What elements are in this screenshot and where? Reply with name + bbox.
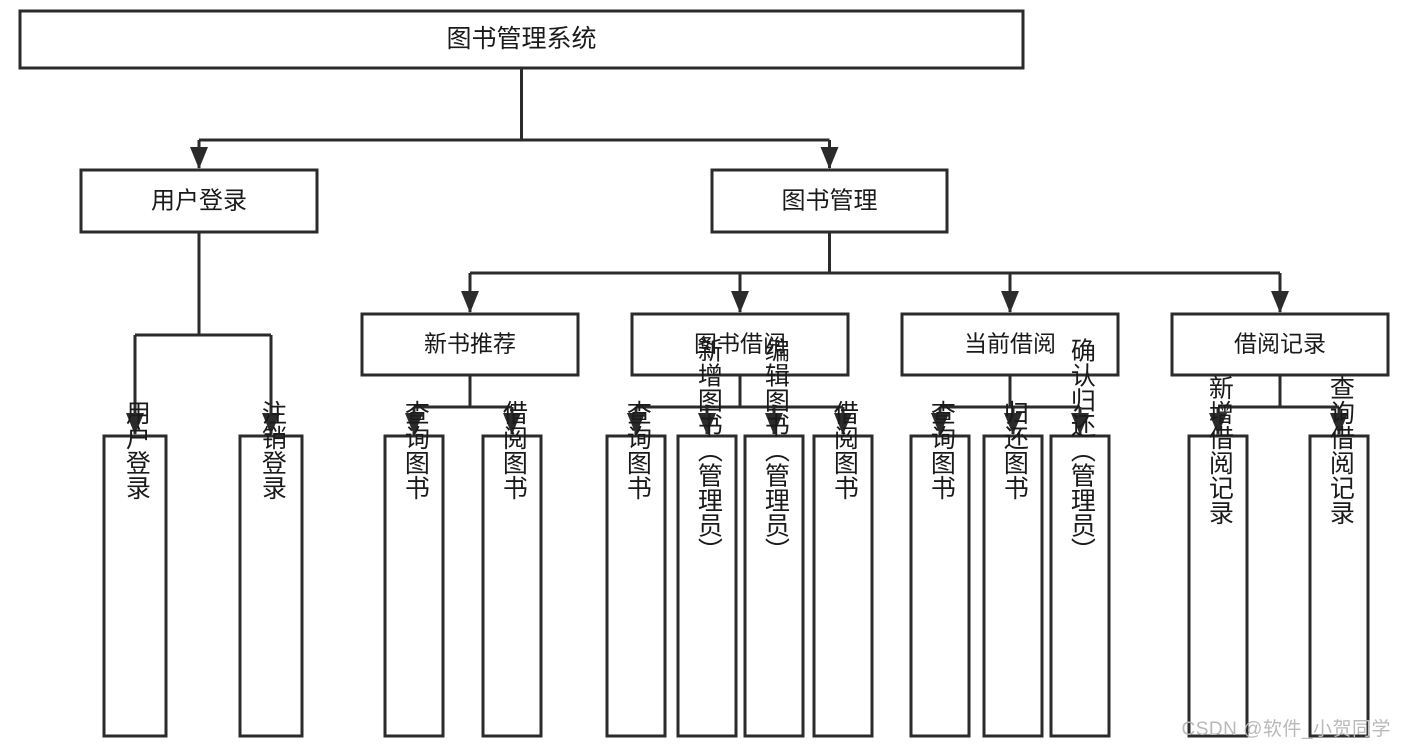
- node-root-图书管理系统-box: [18, 9, 1025, 70]
- watermark-text: CSDN @软件_小贺同学: [1181, 719, 1391, 740]
- node-leaf-query-book-borrow[interactable]: 查询图书: [605, 400, 667, 738]
- node-leaf-edit-book-admin[interactable]: 编辑图书（管理员）: [743, 338, 805, 738]
- node-leaf-user-login[interactable]: 用户登录: [102, 400, 168, 738]
- node-leaf-query-borrow-record-label: 查询借阅记录: [1326, 375, 1355, 525]
- nodes-layer: 图书管理系统用户登录图书管理新书推荐图书借阅当前借阅借阅记录用户登录注销登录查询…: [18, 9, 1390, 738]
- node-borrow-record-label: 借阅记录: [1234, 331, 1326, 357]
- arrow-head-icon: [405, 413, 423, 435]
- arrow-head-icon: [820, 147, 839, 169]
- node-leaf-query-book-rec-label: 查询图书: [401, 400, 430, 500]
- node-leaf-add-borrow-record[interactable]: 新增借阅记录: [1187, 375, 1249, 738]
- node-leaf-query-book-cur-label: 查询图书: [927, 400, 956, 500]
- node-leaf-edit-book-admin-box: [743, 434, 805, 738]
- node-leaf-edit-book-admin-label: 编辑图书（管理员）: [761, 338, 790, 563]
- node-leaf-add-book-admin[interactable]: 新增图书（管理员）: [676, 338, 738, 738]
- node-leaf-query-book-borrow-label: 查询图书: [623, 400, 652, 500]
- node-book-borrow-label: 图书借阅: [694, 331, 786, 357]
- node-leaf-query-borrow-record-box: [1308, 434, 1370, 738]
- node-book-manage-box: [710, 168, 949, 234]
- node-new-book-recommend[interactable]: 新书推荐: [360, 312, 580, 377]
- arrow-head-icon: [262, 413, 280, 435]
- arrow-head-icon: [126, 413, 144, 435]
- arrow-head-icon: [461, 291, 479, 313]
- node-leaf-borrow-book[interactable]: 借阅图书: [812, 400, 874, 738]
- node-leaf-confirm-return-admin-box: [1049, 434, 1111, 738]
- node-current-borrow-label: 当前借阅: [964, 331, 1056, 357]
- node-leaf-user-logout[interactable]: 注销登录: [238, 400, 304, 738]
- node-leaf-user-logout-box: [238, 434, 304, 738]
- node-leaf-add-borrow-record-box: [1187, 434, 1249, 738]
- arrow-head-icon: [1004, 413, 1022, 435]
- node-borrow-record[interactable]: 借阅记录: [1170, 312, 1390, 377]
- node-leaf-borrow-book-rec[interactable]: 借阅图书: [481, 400, 543, 738]
- node-leaf-query-book-rec-box: [383, 434, 445, 738]
- node-leaf-user-logout-label: 注销登录: [258, 400, 287, 500]
- arrow-head-icon: [503, 413, 521, 435]
- arrow-head-icon: [1330, 413, 1348, 435]
- node-book-manage-label: 图书管理: [782, 187, 878, 214]
- node-leaf-borrow-book-rec-label: 借阅图书: [499, 400, 528, 500]
- node-leaf-add-borrow-record-label: 新增借阅记录: [1205, 375, 1234, 525]
- node-new-book-recommend-box: [360, 312, 580, 377]
- node-leaf-query-book-cur-box: [909, 434, 971, 738]
- node-new-book-recommend-label: 新书推荐: [424, 331, 516, 357]
- arrow-head-icon: [731, 291, 749, 313]
- node-book-borrow-box: [630, 312, 850, 377]
- arrow-head-icon: [698, 413, 716, 435]
- arrow-head-icon: [627, 413, 645, 435]
- node-leaf-add-book-admin-label: 新增图书（管理员）: [694, 338, 723, 563]
- node-user-login[interactable]: 用户登录: [79, 168, 319, 234]
- arrow-head-icon: [1209, 413, 1227, 435]
- arrow-head-icon: [190, 147, 208, 169]
- arrow-head-icon: [1001, 291, 1019, 313]
- node-book-manage[interactable]: 图书管理: [710, 168, 949, 234]
- node-current-borrow[interactable]: 当前借阅: [900, 312, 1120, 377]
- node-leaf-query-book-borrow-box: [605, 434, 667, 738]
- node-root-图书管理系统-label: 图书管理系统: [446, 25, 596, 53]
- node-leaf-confirm-return-admin[interactable]: 确认归还（管理员）: [1049, 338, 1111, 738]
- node-leaf-return-book-label: 归还图书: [1000, 400, 1029, 500]
- arrow-head-icon: [931, 413, 949, 435]
- node-user-login-box: [79, 168, 319, 234]
- node-leaf-borrow-book-box: [812, 434, 874, 738]
- node-book-borrow[interactable]: 图书借阅: [630, 312, 850, 377]
- node-leaf-query-book-rec[interactable]: 查询图书: [383, 400, 445, 738]
- node-leaf-borrow-book-label: 借阅图书: [830, 400, 859, 500]
- node-leaf-borrow-book-rec-box: [481, 434, 543, 738]
- node-leaf-add-book-admin-box: [676, 434, 738, 738]
- node-leaf-return-book[interactable]: 归还图书: [982, 400, 1044, 738]
- node-root-图书管理系统[interactable]: 图书管理系统: [18, 9, 1025, 70]
- arrow-head-icon: [1271, 291, 1289, 313]
- node-leaf-confirm-return-admin-label: 确认归还（管理员）: [1067, 338, 1096, 563]
- connectors-layer: [126, 68, 1348, 435]
- arrow-head-icon: [765, 413, 783, 435]
- arrow-head-icon: [1071, 413, 1089, 435]
- node-leaf-query-book-cur[interactable]: 查询图书: [909, 400, 971, 738]
- node-user-login-label: 用户登录: [151, 187, 247, 214]
- arrow-head-icon: [834, 413, 852, 435]
- node-borrow-record-box: [1170, 312, 1390, 377]
- node-current-borrow-box: [900, 312, 1120, 377]
- node-leaf-query-borrow-record[interactable]: 查询借阅记录: [1308, 375, 1370, 738]
- node-leaf-user-login-box: [102, 434, 168, 738]
- node-leaf-user-login-label: 用户登录: [122, 400, 151, 500]
- node-leaf-return-book-box: [982, 434, 1044, 738]
